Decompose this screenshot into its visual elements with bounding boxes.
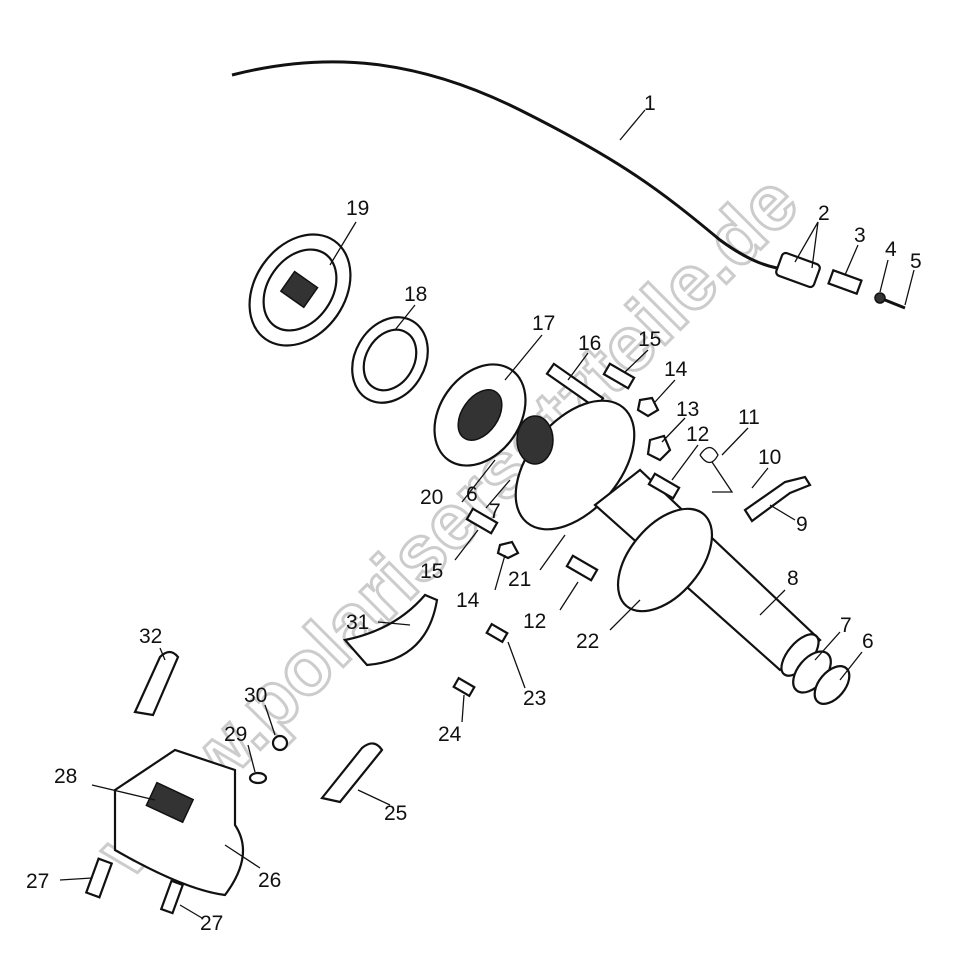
bolt [84,857,114,899]
callout-13: 13 [676,398,699,421]
callout-1: 1 [644,92,656,115]
callout-16: 16 [578,332,601,355]
callout-24: 24 [438,723,462,746]
callout-11: 11 [738,406,760,429]
axle-housing [593,468,822,677]
seal [813,665,851,705]
callout-6: 6 [466,483,478,506]
callout-30: 30 [244,684,267,707]
bolt [647,472,681,500]
callout-21: 21 [508,568,531,591]
callout-3: 3 [854,224,866,247]
callout-20: 20 [420,486,443,509]
callout-28: 28 [54,765,77,788]
callout-7: 7 [489,500,501,523]
brake-drum [248,233,352,347]
callout-9: 9 [796,513,808,536]
cover [113,748,245,897]
screw [452,676,476,698]
brake-shoes [433,363,527,467]
cable-adjuster [775,251,906,310]
reflector [145,781,195,824]
callout-14: 14 [664,358,688,381]
callout-15b: 15 [420,560,443,583]
seal-ring [351,316,429,404]
callout-labels: 1 2 3 4 5 19 18 17 16 15 14 13 12 11 10 … [26,92,922,935]
callout-19: 19 [346,197,369,220]
callout-31: 31 [346,611,369,634]
brake-lever [743,475,812,523]
callout-27: 27 [26,870,49,893]
callout-14b: 14 [456,589,480,612]
callout-12b: 12 [523,610,546,633]
callout-26: 26 [258,869,281,892]
leader-lines [59,109,915,919]
nut [636,396,660,418]
bracket [320,742,384,804]
return-spring [699,446,734,493]
callout-6b: 6 [862,630,874,653]
brake-cable [231,60,791,272]
screw [485,622,509,644]
callout-2: 2 [818,202,830,225]
bolt [465,507,499,535]
callout-7b: 7 [840,614,852,637]
callout-23: 23 [523,687,546,710]
callout-17: 17 [532,312,555,335]
brake-shoe-guard [342,593,439,667]
bolt [159,879,185,915]
callout-29: 29 [224,723,247,746]
bolt [565,554,599,582]
callout-22: 22 [576,630,599,653]
nut [271,734,289,752]
callout-18: 18 [404,283,427,306]
callout-15: 15 [638,328,661,351]
callout-25: 25 [384,802,407,825]
callout-10: 10 [758,446,781,469]
callout-8: 8 [787,567,799,590]
washer [248,771,268,785]
bolt [602,362,636,390]
callout-5: 5 [910,250,922,273]
callout-12: 12 [686,423,709,446]
nut [496,540,520,560]
callout-4: 4 [885,238,897,261]
callout-27b: 27 [200,912,223,935]
callout-32: 32 [139,625,162,648]
nut [646,434,672,462]
bracket [133,650,180,717]
